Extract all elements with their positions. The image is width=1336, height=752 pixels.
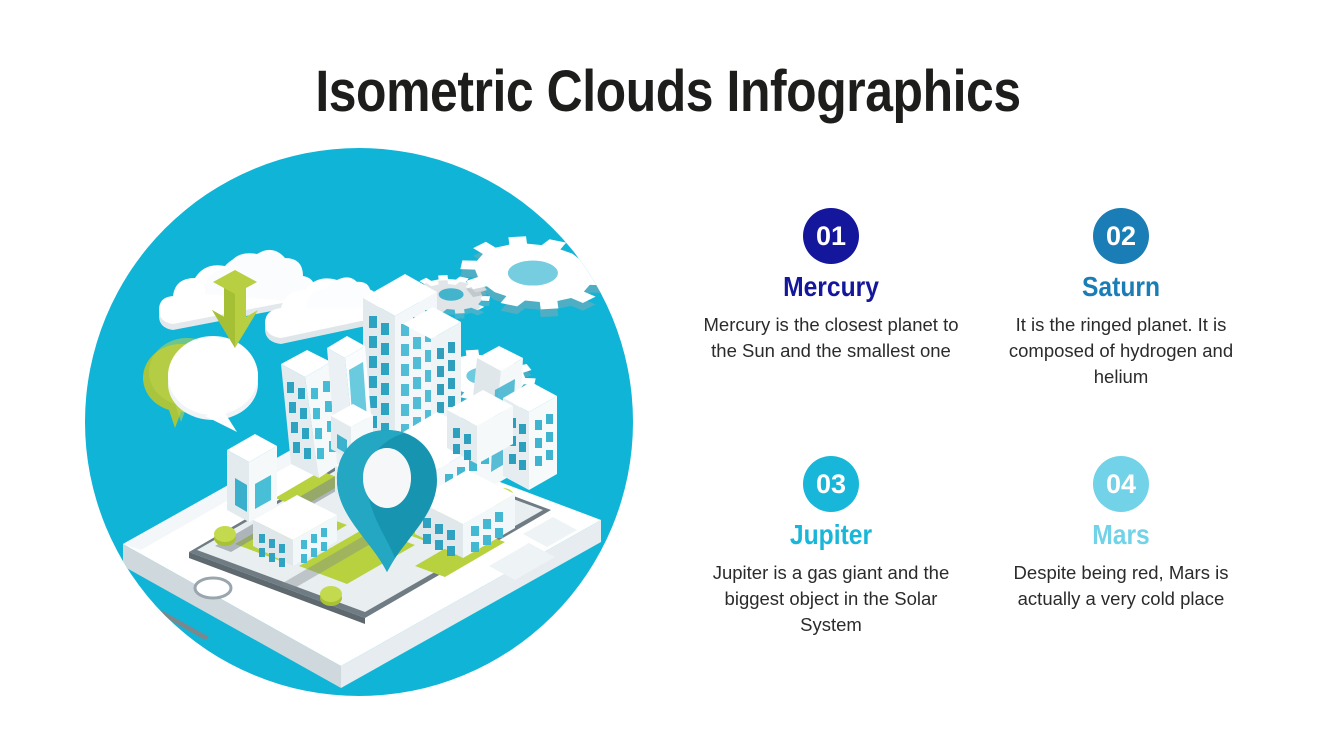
download-arrow-icon bbox=[212, 270, 258, 348]
cloud-icon bbox=[265, 277, 383, 344]
infographic-items: 01 Mercury Mercury is the closest planet… bbox=[680, 200, 1300, 680]
item-number-badge-03: 03 bbox=[803, 456, 859, 512]
building-left-front bbox=[227, 434, 277, 522]
speech-bubble-icon bbox=[143, 336, 258, 432]
item-description-mars: Despite being red, Mars is actually a ve… bbox=[1013, 562, 1229, 609]
page-title: Isometric Clouds Infographics bbox=[315, 59, 1021, 124]
item-title-jupiter: Jupiter bbox=[789, 519, 873, 550]
illustration-isometric-city bbox=[85, 148, 633, 696]
item-description-saturn: It is the ringed planet. It is composed … bbox=[1008, 314, 1234, 387]
home-button-icon bbox=[193, 576, 233, 600]
cloud-download-icon bbox=[159, 249, 315, 348]
location-pin-icon bbox=[337, 430, 437, 572]
item-number-badge-04: 04 bbox=[1093, 456, 1149, 512]
infographic-item-01[interactable]: 01 Mercury Mercury is the closest planet… bbox=[700, 208, 962, 364]
item-title-saturn: Saturn bbox=[1081, 271, 1161, 302]
speaker-slot-icon bbox=[157, 610, 209, 640]
building-right-glass bbox=[503, 382, 557, 490]
building-bottom-left bbox=[253, 495, 337, 567]
item-number-badge-02: 02 bbox=[1093, 208, 1149, 264]
item-title-mercury: Mercury bbox=[783, 271, 879, 302]
infographic-item-02[interactable]: 02 Saturn It is the ringed planet. It is… bbox=[990, 208, 1252, 390]
isometric-city-svg bbox=[123, 236, 607, 688]
item-title-mars: Mars bbox=[1092, 519, 1150, 550]
gear-large-icon bbox=[460, 236, 607, 318]
building-mid-back bbox=[447, 390, 513, 464]
building-front-right bbox=[415, 470, 515, 558]
item-description-jupiter: Jupiter is a gas giant and the biggest o… bbox=[712, 562, 950, 635]
infographic-item-04[interactable]: 04 Mars Despite being red, Mars is actua… bbox=[990, 456, 1252, 612]
item-number-badge-01: 01 bbox=[803, 208, 859, 264]
item-description-mercury: Mercury is the closest planet to the Sun… bbox=[703, 314, 959, 361]
infographic-item-03[interactable]: 03 Jupiter Jupiter is a gas giant and th… bbox=[700, 456, 962, 638]
